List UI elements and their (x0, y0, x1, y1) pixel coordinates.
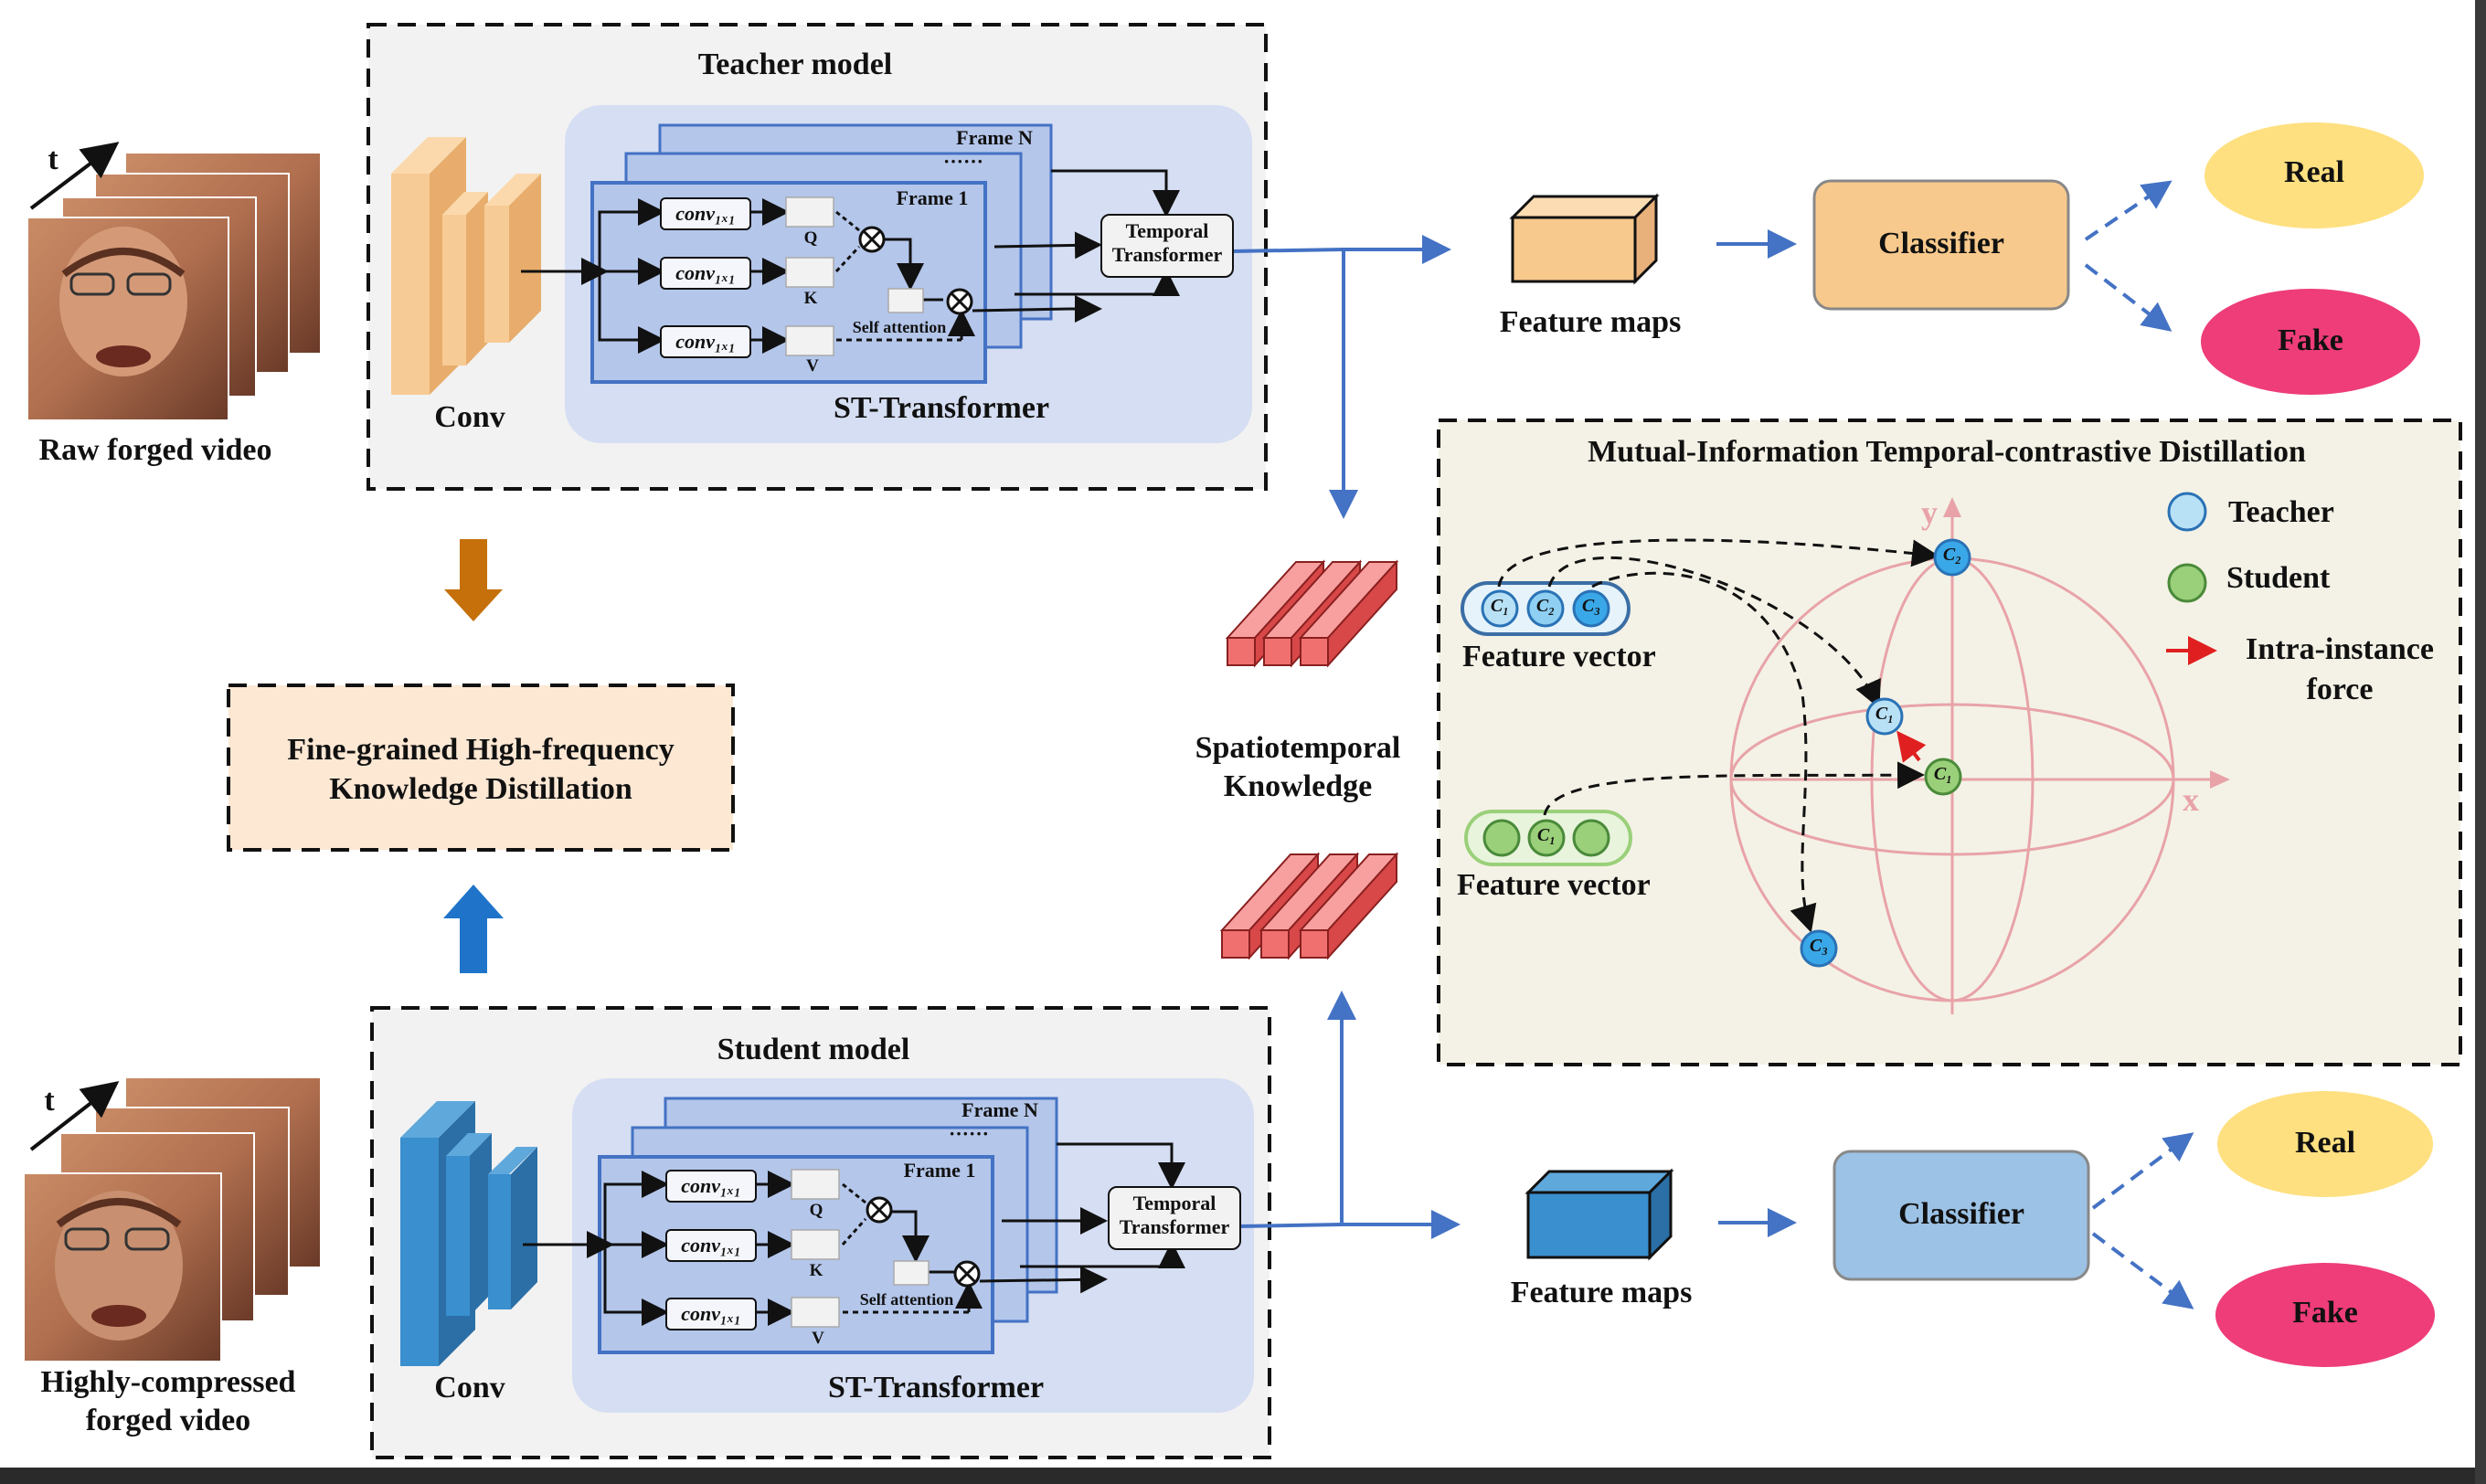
teacher-k-label: K (803, 289, 818, 308)
student-fake-ellipse (2215, 1263, 2435, 1367)
teacher-video-frames (27, 154, 320, 421)
student-time-label: t (44, 1084, 55, 1118)
student-v-label: V (812, 1329, 824, 1348)
y-axis-arrowhead (1943, 497, 1961, 517)
teacher-v-label: V (806, 356, 819, 376)
student-conv-label: Conv (434, 1371, 505, 1404)
student-input-label-line2: forged video (85, 1404, 251, 1437)
student-q-label: Q (809, 1201, 823, 1220)
x-axis-label: x (2183, 781, 2199, 818)
student-dots-label: ······ (948, 1122, 990, 1145)
student-real-label: Real (2294, 1126, 2356, 1160)
sphere-c3-label: C₃ (1809, 936, 1829, 956)
student-input-label-line1: Highly-compressed (40, 1365, 296, 1399)
student-title: Student model (717, 1033, 910, 1066)
student-real-ellipse (2217, 1091, 2433, 1197)
sphere-c3-teacher-dot (1800, 929, 1838, 968)
student-conv-op-k: conv₁ₓ₁ (665, 1229, 757, 1262)
teacher-frame-n-label: Frame N (956, 126, 1033, 149)
student-dots (1482, 819, 1610, 857)
fhkd-line2: Knowledge Distillation (329, 772, 632, 806)
teacher-conv-op-q: conv₁ₓ₁ (660, 197, 751, 230)
teacher-real-ellipse (2204, 122, 2424, 228)
capsule-student-c1: C₁ (1536, 825, 1556, 845)
teacher-tt-line2: Transformer (1111, 243, 1223, 266)
legend-teacher-dot (2167, 492, 2207, 532)
sphere-c1-student-dot (1924, 758, 1962, 796)
student-tt-line1: Temporal (1132, 1192, 1216, 1214)
teacher-conv-label: Conv (434, 400, 505, 434)
student-frame-n-label: Frame N (961, 1098, 1038, 1121)
teacher-frame-1-label: Frame 1 (896, 186, 969, 209)
legend-force-line2: force (2306, 673, 2374, 706)
teacher-classifier-box[interactable] (1812, 179, 2070, 311)
teacher-st-transformer-label: ST-Transformer (833, 391, 1050, 425)
fhkd-box (227, 684, 735, 852)
teacher-multiply-ops (858, 226, 973, 315)
teacher-feature-map-cube (1509, 193, 1660, 285)
sphere-c2-teacher-dot (1933, 538, 1971, 577)
teacher-temporal-transformer: Temporal Transformer (1100, 214, 1234, 278)
student-multiply-ops (866, 1196, 981, 1288)
student-k-label: K (809, 1261, 823, 1280)
student-tt-line2: Transformer (1119, 1215, 1230, 1238)
student-qkv-boxes (791, 1169, 930, 1328)
student-self-attention-label: Self attention (859, 1290, 954, 1309)
student-conv-blocks (400, 1101, 537, 1366)
teacher-fake-ellipse (2201, 289, 2420, 395)
student-conv-op-q: conv₁ₓ₁ (665, 1170, 757, 1203)
sphere-c1-student-label: C₁ (1933, 764, 1953, 784)
teacher-conv-op-v: conv₁ₓ₁ (660, 325, 751, 358)
teacher-self-attention-label: Self attention (852, 318, 947, 336)
student-feature-map-cube (1525, 1168, 1674, 1261)
student-conv-op-v: conv₁ₓ₁ (665, 1298, 757, 1330)
capsule-teacher-c2: C₂ (1535, 596, 1556, 616)
teacher-feature-maps-label: Feature maps (1499, 305, 1682, 339)
knowledge-bars-bottom (1219, 852, 1399, 960)
mitd-title: Mutual-Information Temporal-contrastive … (1588, 435, 2306, 469)
student-classifier-box[interactable] (1833, 1150, 2090, 1281)
teacher-real-label: Real (2283, 155, 2345, 189)
teacher-tt-line1: Temporal (1125, 219, 1209, 242)
teacher-classifier-label: Classifier (1878, 227, 2004, 260)
student-st-transformer-label: ST-Transformer (827, 1371, 1045, 1404)
teacher-feature-vector-label: Feature vector (1462, 640, 1656, 673)
spatiotemporal-line1: Spatiotemporal (1195, 731, 1401, 765)
teacher-conv-op-k: conv₁ₓ₁ (660, 257, 751, 290)
legend-force-line1: Intra-instance (2246, 632, 2434, 666)
teacher-fake-label: Fake (2278, 323, 2343, 357)
capsule-teacher-c1: C₁ (1490, 596, 1510, 616)
teacher-conv-blocks (391, 137, 541, 395)
teacher-dots (1481, 589, 1610, 628)
student-feature-maps-label: Feature maps (1510, 1276, 1693, 1309)
mitd-box (1437, 419, 2462, 1066)
student-fake-label: Fake (2292, 1296, 2358, 1330)
legend-student-dot (2167, 563, 2207, 603)
x-axis-arrowhead (2210, 770, 2230, 789)
teacher-q-label: Q (803, 228, 818, 248)
teacher-input-label: Raw forged video (38, 433, 272, 467)
student-video-frames (23, 1078, 320, 1362)
spatiotemporal-line2: Knowledge (1223, 769, 1373, 803)
student-frame-1-label: Frame 1 (903, 1159, 976, 1182)
sphere-c1-teacher-dot (1865, 697, 1904, 736)
sphere-c2-label: C₂ (1942, 545, 1962, 565)
legend-student-label: Student (2226, 561, 2331, 595)
knowledge-bars-top (1225, 559, 1399, 668)
legend-teacher-label: Teacher (2228, 495, 2334, 529)
student-classifier-label: Classifier (1898, 1197, 2024, 1231)
student-feature-vector-label: Feature vector (1457, 868, 1651, 902)
student-temporal-transformer: Temporal Transformer (1108, 1186, 1241, 1250)
teacher-time-label: t (48, 143, 58, 176)
fhkd-line1: Fine-grained High-frequency (287, 733, 675, 767)
student-up-arrow (443, 885, 504, 973)
sphere-c1-teacher-label: C₁ (1875, 704, 1895, 724)
teacher-title: Teacher model (697, 48, 893, 81)
teacher-qkv-boxes (785, 196, 924, 356)
teacher-dots-label: ······ (942, 150, 984, 173)
y-axis-label: y (1921, 494, 1938, 531)
capsule-teacher-c3: C₃ (1581, 596, 1601, 616)
teacher-down-arrow (444, 539, 503, 621)
